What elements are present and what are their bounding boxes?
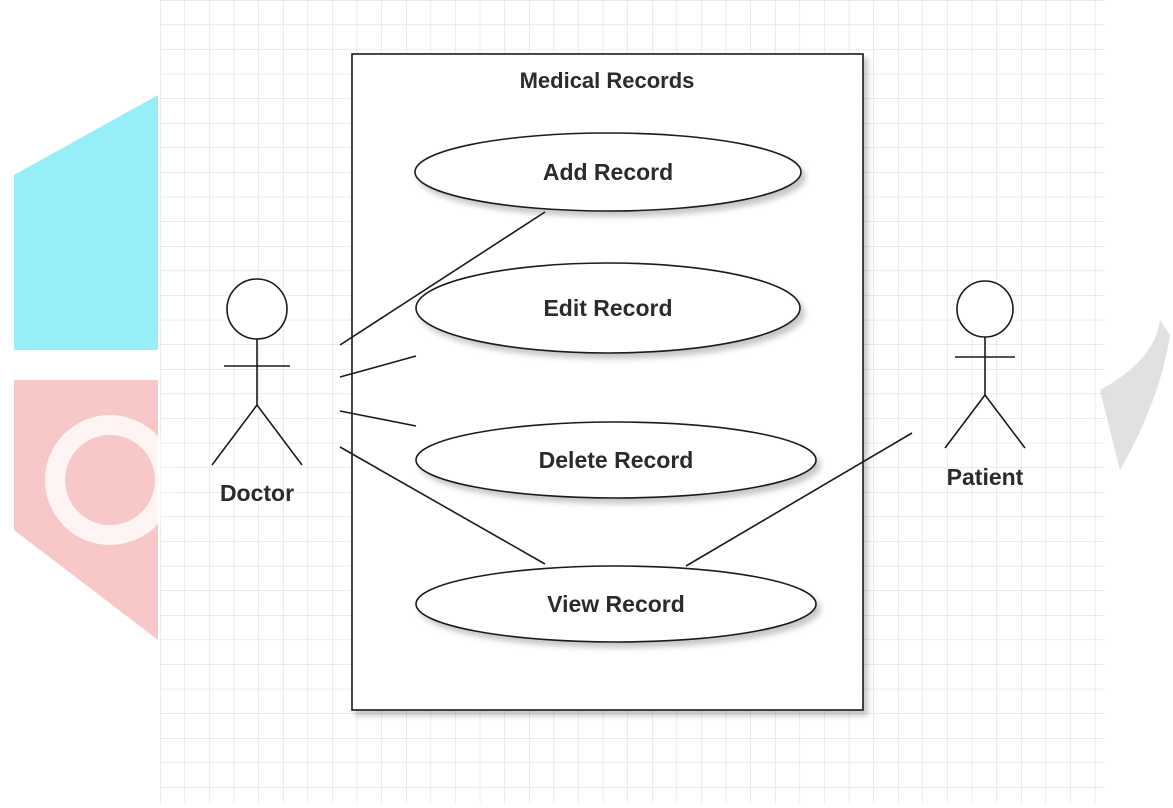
use-case-label: View Record <box>547 591 685 617</box>
use-case-delete-record[interactable]: Delete Record <box>415 421 817 499</box>
actor-leg-right <box>256 404 303 466</box>
actor-doctor[interactable] <box>211 278 303 466</box>
actor-patient[interactable] <box>944 280 1026 449</box>
use-case-label: Add Record <box>543 159 673 185</box>
association-doctor-edit <box>339 355 417 378</box>
association-doctor-add <box>339 211 546 346</box>
association-doctor-view <box>339 446 546 565</box>
use-case-ellipse[interactable] <box>415 262 801 354</box>
actor-leg-left <box>944 394 986 449</box>
use-case-ellipse[interactable] <box>415 421 817 499</box>
watermark-logo <box>14 95 1170 640</box>
watermark-red-shape <box>14 380 158 640</box>
use-case-label: Edit Record <box>543 295 672 321</box>
use-case-ellipse[interactable] <box>414 132 802 212</box>
associations <box>339 211 913 567</box>
actor-head <box>956 280 1014 338</box>
use-case-view-record[interactable]: View Record <box>415 565 817 643</box>
system-title: Medical Records <box>520 68 695 93</box>
actor-patient-label: Patient <box>947 464 1024 490</box>
actor-head <box>226 278 288 340</box>
use-case-add-record[interactable]: Add Record <box>414 132 802 212</box>
association-doctor-delete <box>339 410 417 427</box>
watermark-gray-arc <box>1100 320 1170 470</box>
use-case-edit-record[interactable]: Edit Record <box>415 262 801 354</box>
use-case-label: Delete Record <box>539 447 694 473</box>
use-case-ellipse[interactable] <box>415 565 817 643</box>
watermark-cyan-shape <box>14 95 158 350</box>
watermark-gear-icon <box>45 415 175 545</box>
actor-leg-left <box>211 404 258 466</box>
association-patient-view <box>685 432 913 567</box>
actor-leg-right <box>984 394 1026 449</box>
actor-doctor-label: Doctor <box>220 480 294 506</box>
